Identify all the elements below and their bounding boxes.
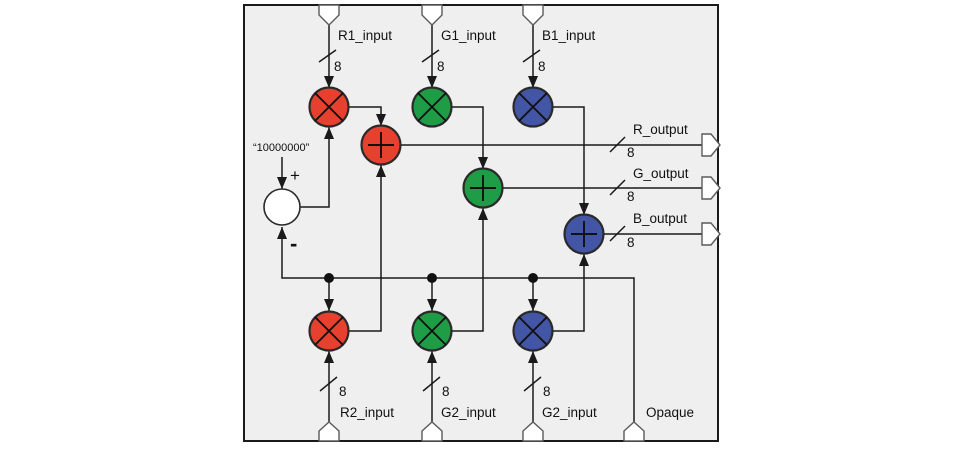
multiply-icon <box>518 316 548 346</box>
constant-label: “10000000” <box>253 142 310 154</box>
port-label-g-output: G_output <box>633 166 689 181</box>
bus-width-slash <box>522 49 541 63</box>
wire-b2-mult-to-adder <box>552 254 589 332</box>
component-boundary-box <box>243 4 719 442</box>
junction-dot <box>324 273 334 283</box>
ports <box>318 4 721 442</box>
wire-opaque-bus <box>277 227 635 422</box>
output-port-r <box>701 133 721 157</box>
bus-width-slash <box>609 179 626 196</box>
plus-icon <box>368 132 394 158</box>
multiply-icon <box>417 92 447 122</box>
labels: R1_input G1_input B1_input 8 8 8 “100000… <box>253 28 694 420</box>
minus-sign-label: - <box>290 231 297 256</box>
input-port-b1 <box>522 4 544 26</box>
junction-dot <box>528 273 538 283</box>
bus-width-label: 8 <box>442 384 450 399</box>
port-label-b2-input: G2_input <box>542 405 597 420</box>
nodes <box>263 86 605 352</box>
bus-width-label: 8 <box>627 145 635 160</box>
input-port-opaque <box>623 421 645 442</box>
input-port-g2 <box>421 421 443 442</box>
bus-width-slash <box>523 376 542 392</box>
multiply-icon <box>518 92 548 122</box>
bus-width-slash <box>609 225 626 242</box>
port-label-g1-input: G1_input <box>441 28 496 43</box>
bus-width-slash <box>422 376 441 392</box>
port-label-opaque: Opaque <box>646 405 694 420</box>
wire-b1-mult-to-adder <box>552 106 589 215</box>
input-port-b2 <box>522 421 544 442</box>
bus-width-label: 8 <box>538 59 546 74</box>
bus-width-label: 8 <box>627 189 635 204</box>
input-port-g1 <box>421 4 443 26</box>
bus-width-label: 8 <box>627 235 635 250</box>
input-port-r1 <box>318 4 340 26</box>
bus-width-slash <box>609 136 626 153</box>
junction-dots <box>324 273 538 283</box>
port-label-r2-input: R2_input <box>340 405 394 420</box>
bus-width-slashes <box>318 49 626 392</box>
input-port-r2 <box>318 421 340 442</box>
junction-dot <box>427 273 437 283</box>
subtractor-node <box>263 188 301 226</box>
bus-width-label: 8 <box>437 59 445 74</box>
bus-width-slash <box>421 49 440 63</box>
multiply-icon <box>314 92 344 122</box>
multiply-icon <box>417 316 447 346</box>
output-port-g <box>701 176 721 200</box>
multiply-icon <box>314 316 344 346</box>
bus-width-label: 8 <box>339 384 347 399</box>
wire-subtractor-out <box>300 127 334 208</box>
port-label-g2-input: G2_input <box>441 405 496 420</box>
port-label-b-output: B_output <box>633 211 687 226</box>
wire-g2-mult-to-adder <box>451 208 488 332</box>
port-label-r-output: R_output <box>633 122 688 137</box>
bus-width-label: 8 <box>334 59 342 74</box>
bus-width-label: 8 <box>543 384 551 399</box>
wires <box>277 25 702 422</box>
output-port-b <box>701 222 721 246</box>
plus-icon <box>571 221 597 247</box>
wire-r1-mult-to-adder <box>348 106 386 126</box>
wire-g1-mult-to-adder <box>451 106 488 169</box>
wire-r2-mult-to-adder <box>348 165 386 332</box>
bus-width-slash <box>319 376 338 392</box>
port-label-r1-input: R1_input <box>338 28 392 43</box>
plus-sign-label: + <box>290 166 300 185</box>
plus-icon <box>470 175 496 201</box>
bus-width-slash <box>318 49 337 63</box>
port-label-b1-input: B1_input <box>542 28 596 43</box>
